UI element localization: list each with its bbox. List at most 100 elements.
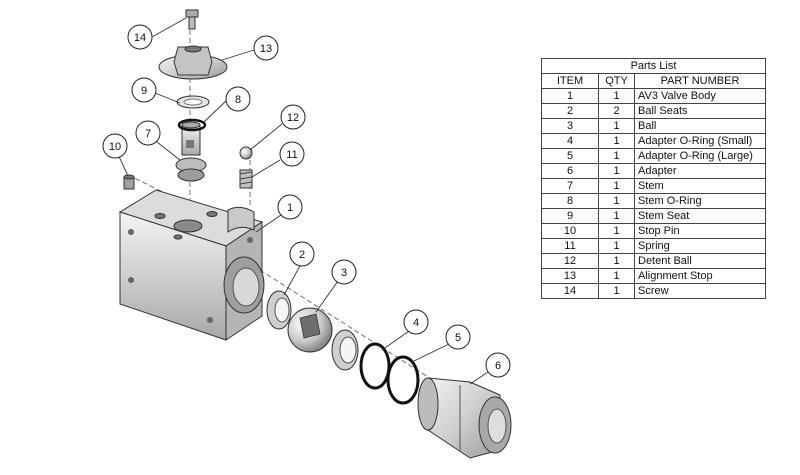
part-alignment-stop (158, 45, 228, 80)
part-screw (185, 9, 199, 30)
svg-text:14: 14 (134, 32, 146, 44)
svg-text:12: 12 (287, 112, 299, 124)
svg-text:8: 8 (235, 94, 241, 106)
cell-item: 8 (541, 193, 599, 209)
col-header-part-number: PART NUMBER (634, 73, 766, 89)
svg-text:9: 9 (141, 85, 147, 97)
part-stem-seat (176, 95, 210, 109)
svg-text:4: 4 (413, 317, 419, 329)
cell-part: Ball (634, 118, 766, 134)
svg-text:10: 10 (109, 141, 121, 153)
leader-lines (116, 17, 489, 385)
callout-10: 10 (102, 133, 128, 159)
cell-item: 13 (541, 268, 599, 284)
cell-item: 11 (541, 238, 599, 254)
cell-item: 7 (541, 178, 599, 194)
cell-qty: 1 (598, 223, 635, 239)
svg-text:1: 1 (287, 202, 293, 214)
part-oring-large (386, 355, 420, 405)
cell-part: Ball Seats (634, 103, 766, 119)
callout-8: 8 (225, 86, 251, 112)
cell-qty: 1 (598, 208, 635, 224)
cell-qty: 1 (598, 253, 635, 269)
callout-7: 7 (135, 120, 161, 146)
callout-5: 5 (445, 324, 471, 350)
callout-4: 4 (403, 309, 429, 335)
callout-9: 9 (131, 77, 157, 103)
cell-qty: 1 (598, 118, 635, 134)
cell-qty: 1 (598, 268, 635, 284)
callout-13: 13 (253, 35, 279, 61)
cell-qty: 1 (598, 238, 635, 254)
cell-qty: 1 (598, 148, 635, 164)
cell-part: Stop Pin (634, 223, 766, 239)
part-valve-body (118, 189, 265, 341)
cell-item: 2 (541, 103, 599, 119)
callout-3: 3 (331, 259, 357, 285)
part-stem-oring (177, 118, 207, 132)
callout-1: 1 (277, 194, 303, 220)
cell-qty: 1 (598, 163, 635, 179)
cell-item: 9 (541, 208, 599, 224)
cell-qty: 2 (598, 103, 635, 119)
cell-item: 5 (541, 148, 599, 164)
cell-part: Adapter O-Ring (Large) (634, 148, 766, 164)
part-ball (287, 307, 333, 353)
cell-part: Stem (634, 178, 766, 194)
callout-12: 12 (280, 104, 306, 130)
cell-item: 1 (541, 88, 599, 104)
col-header-qty: QTY (598, 73, 635, 89)
cell-qty: 1 (598, 283, 635, 299)
cell-part: Stem Seat (634, 208, 766, 224)
part-ball-seat-2 (331, 329, 359, 371)
cell-qty: 1 (598, 88, 635, 104)
part-detent-ball (239, 146, 253, 160)
cell-part: Detent Ball (634, 253, 766, 269)
cell-qty: 1 (598, 178, 635, 194)
parts-list-title: Parts List (541, 58, 766, 74)
part-adapter (417, 377, 512, 459)
cell-qty: 1 (598, 133, 635, 149)
cell-item: 4 (541, 133, 599, 149)
callout-6: 6 (485, 352, 511, 378)
part-stem (175, 121, 207, 182)
callout-2: 2 (289, 241, 315, 267)
cell-qty: 1 (598, 193, 635, 209)
cell-part: Alignment Stop (634, 268, 766, 284)
callout-11: 11 (279, 141, 305, 167)
cell-part: Spring (634, 238, 766, 254)
col-header-item: ITEM (541, 73, 599, 89)
svg-text:3: 3 (341, 267, 347, 279)
svg-text:5: 5 (455, 332, 461, 344)
callout-14: 14 (127, 24, 153, 50)
svg-text:7: 7 (145, 128, 151, 140)
cell-part: AV3 Valve Body (634, 88, 766, 104)
cell-item: 14 (541, 283, 599, 299)
svg-text:2: 2 (299, 249, 305, 261)
part-stop-pin (123, 174, 135, 190)
svg-text:13: 13 (260, 43, 272, 55)
cell-item: 3 (541, 118, 599, 134)
part-spring (239, 169, 253, 189)
cell-part: Screw (634, 283, 766, 299)
cell-item: 12 (541, 253, 599, 269)
part-ball-seat-1 (266, 290, 292, 330)
svg-text:6: 6 (495, 360, 501, 372)
cell-part: Adapter O-Ring (Small) (634, 133, 766, 149)
cell-part: Stem O-Ring (634, 193, 766, 209)
